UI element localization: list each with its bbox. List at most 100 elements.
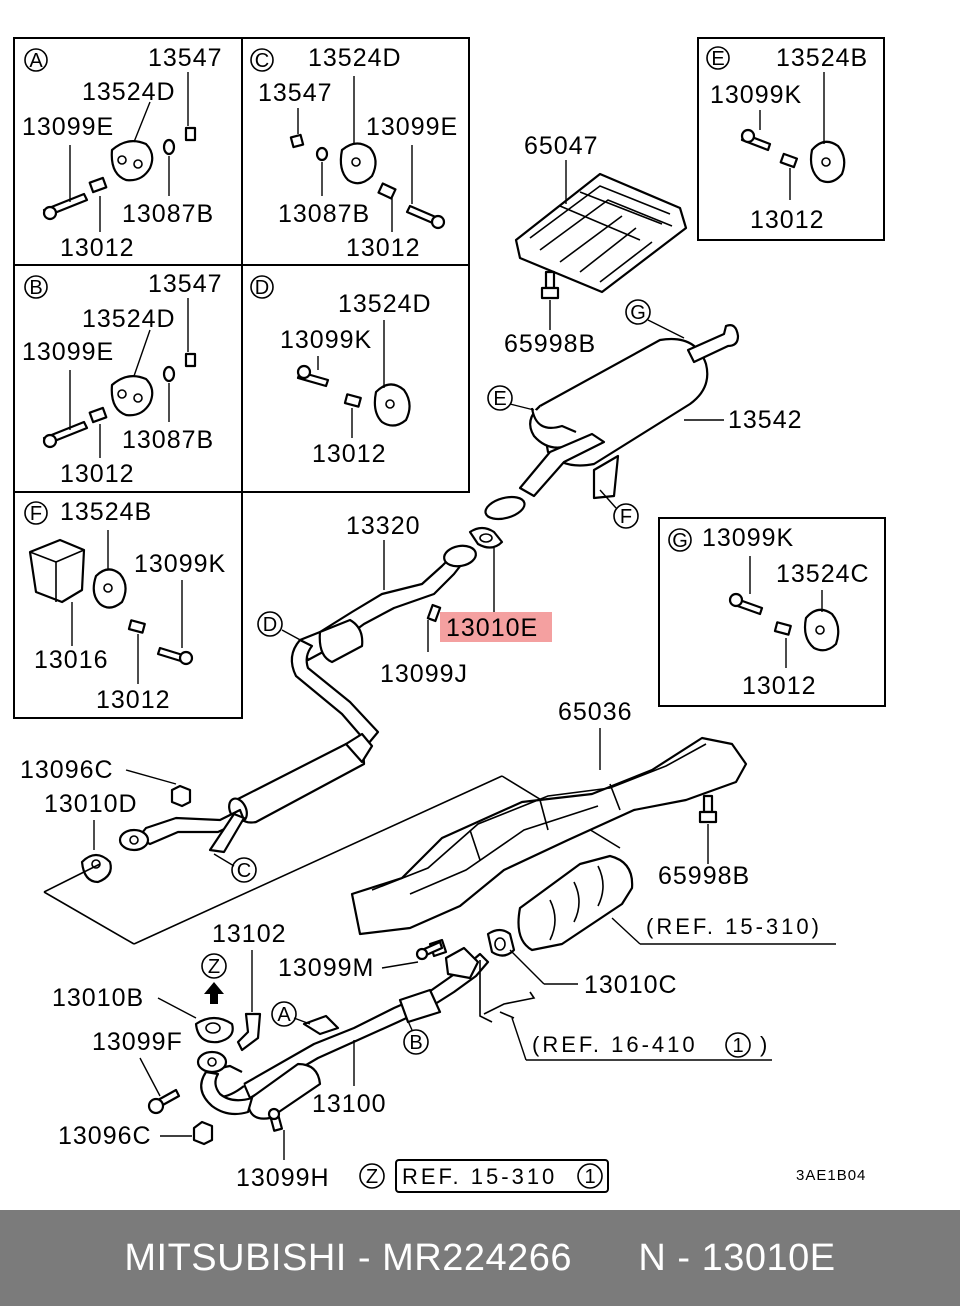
inset-c-letter: C xyxy=(255,50,269,72)
label-front-pipe: 13100 xyxy=(312,1090,387,1118)
inset-g-label-2: 13524C xyxy=(776,560,870,588)
inset-g-label-3: 13012 xyxy=(742,672,817,700)
ref-16-410-close: ) xyxy=(760,1032,770,1057)
main-muffler xyxy=(484,324,740,521)
label-gasket-b: 13010B xyxy=(52,984,144,1012)
gasket-13010d xyxy=(80,853,112,884)
label-rear-heat-shield: 65047 xyxy=(524,132,599,160)
ref-16-410-text: (REF. 16-410 xyxy=(532,1032,698,1057)
inset-g-letter: G xyxy=(672,530,688,552)
bolt-13099h xyxy=(267,1107,284,1132)
bolt-13099j xyxy=(426,603,442,623)
label-front-heat-shield: 65036 xyxy=(558,698,633,726)
label-nut-c: 13096C xyxy=(20,756,114,784)
inset-d: D 13524D 13099K 13012 xyxy=(250,275,432,468)
label-bracket: 13102 xyxy=(212,920,287,948)
inset-a-label-2: 13524D xyxy=(82,78,176,106)
inset-d-label-3: 13012 xyxy=(312,440,387,468)
inset-d-label-2: 13099K xyxy=(280,326,372,354)
label-gasket-c: 13010C xyxy=(584,971,678,999)
nut-13096c-lower xyxy=(192,1120,214,1146)
label-gasket-d: 13010D xyxy=(44,790,138,818)
gasket-13010b xyxy=(194,1016,234,1044)
inset-f-label-4: 13012 xyxy=(96,686,171,714)
inset-a-label-3: 13099E xyxy=(22,113,114,141)
ref-16-410-num: 1 xyxy=(732,1035,743,1057)
inset-e-label-2: 13099K xyxy=(710,81,802,109)
inset-b-letter: B xyxy=(29,277,42,299)
label-bolt-rear-shield: 65998B xyxy=(504,330,596,358)
inset-b: B 13547 13524D 13099E 13087B 13012 xyxy=(22,270,223,488)
inset-c-label-5: 13012 xyxy=(346,234,421,262)
inset-f: F 13524B 13099K 13016 13012 xyxy=(24,498,226,714)
inset-d-letter: D xyxy=(255,277,269,299)
inset-f-label-1: 13524B xyxy=(60,498,152,526)
inset-e-label-1: 13524B xyxy=(776,44,868,72)
inset-e: E 13524B 13099K 13012 xyxy=(706,44,868,234)
inset-e-label-3: 13012 xyxy=(750,206,825,234)
bolt-13099f xyxy=(147,1088,181,1115)
label-bolt-f: 13099F xyxy=(92,1028,183,1056)
inset-c-label-4: 13087B xyxy=(278,200,370,228)
inset-f-box xyxy=(13,491,243,719)
nut-13096c xyxy=(170,784,192,808)
bolt-rear-shield xyxy=(540,270,560,300)
callout-d: D xyxy=(263,614,277,636)
inset-g-box xyxy=(658,517,886,707)
label-bolt-h: 13099H xyxy=(236,1164,330,1192)
pre-muffler xyxy=(118,732,374,854)
inset-b-label-3: 13099E xyxy=(22,338,114,366)
footer-bar: MITSUBISHI - MR224266 N - 13010E xyxy=(0,1210,960,1306)
callout-c: C xyxy=(237,860,251,882)
inset-g-label-1: 13099K xyxy=(702,524,794,552)
inset-c-label-1: 13524D xyxy=(308,44,402,72)
footer-ref-part: N - 13010E xyxy=(638,1236,836,1279)
ref-box xyxy=(395,1159,609,1193)
callout-g: G xyxy=(630,302,646,324)
inset-a-label-1: 13547 xyxy=(148,44,223,72)
inset-c-label-2: 13547 xyxy=(258,79,333,107)
callout-b: B xyxy=(409,1032,422,1054)
inset-f-label-3: 13016 xyxy=(34,646,109,674)
callout-f: F xyxy=(620,506,632,528)
catalytic-converter xyxy=(517,854,634,952)
label-gasket-highlighted: 13010E xyxy=(446,614,538,642)
inset-a-label-5: 13012 xyxy=(60,234,135,262)
bolt-13099m xyxy=(415,940,444,961)
label-bolt-j: 13099J xyxy=(380,660,468,688)
gasket-13010e xyxy=(468,526,504,549)
inset-b-label-1: 13547 xyxy=(148,270,223,298)
callout-a: A xyxy=(277,1004,291,1026)
diagram-code: 3AE1B04 xyxy=(796,1167,866,1184)
ref-15-310-b: REF. 15-310 xyxy=(402,1164,557,1189)
arrow-up-icon xyxy=(204,982,224,1004)
inset-e-box xyxy=(697,37,885,241)
label-bolt-front-shield: 65998B xyxy=(658,862,750,890)
label-center-pipe: 13320 xyxy=(346,512,421,540)
inset-a: A 13547 13524D 13099E 13087B 13012 xyxy=(22,44,223,262)
inset-c-label-3: 13099E xyxy=(366,113,458,141)
front-heat-shield xyxy=(350,736,748,936)
footer-brand-part: MITSUBISHI - MR224266 xyxy=(124,1236,573,1279)
inset-f-label-2: 13099K xyxy=(134,550,226,578)
highlight-box xyxy=(440,612,552,642)
inset-e-letter: E xyxy=(711,48,724,70)
exhaust-system-diagram: A 13547 13524D 13099E 13087B 13012 B 135… xyxy=(13,37,886,1193)
inset-a-label-4: 13087B xyxy=(122,200,214,228)
inset-c: C 13524D 13547 13099E 13087B 13012 xyxy=(250,44,458,262)
ref-15-310-b-num: 1 xyxy=(584,1166,595,1188)
callout-z-ref: Z xyxy=(366,1166,378,1188)
callout-z: Z xyxy=(208,956,220,978)
label-nut-c2: 13096C xyxy=(58,1122,152,1150)
label-main-muffler: 13542 xyxy=(728,406,803,434)
ref-15-310-a: (REF. 15-310) xyxy=(646,914,822,939)
inset-d-label-1: 13524D xyxy=(338,290,432,318)
callout-e: E xyxy=(493,388,506,410)
gasket-13010c xyxy=(486,928,516,957)
inset-f-letter: F xyxy=(30,503,42,525)
label-bolt-m: 13099M xyxy=(278,954,374,982)
rear-heat-shield xyxy=(514,172,688,294)
inset-b-label-2: 13524D xyxy=(82,305,176,333)
inset-b-label-5: 13012 xyxy=(60,460,135,488)
bolt-front-shield xyxy=(698,794,718,824)
